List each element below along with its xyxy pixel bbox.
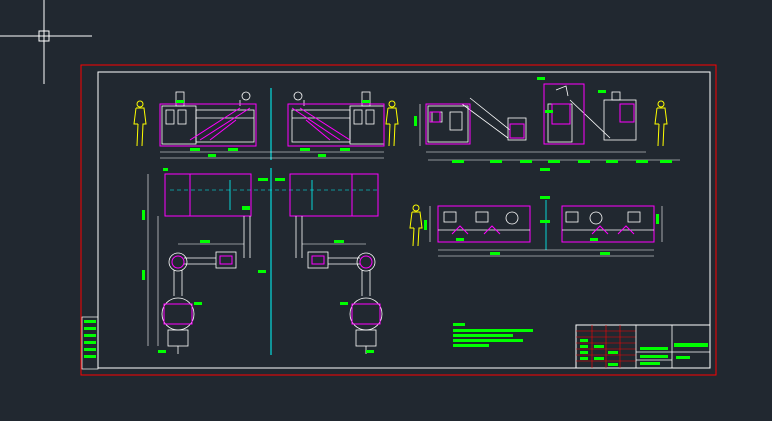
operator-figure-icon	[385, 100, 399, 147]
technical-notes	[453, 323, 533, 347]
operator-figure-icon	[409, 204, 423, 247]
plan-view-right[interactable]	[409, 196, 663, 257]
crosshair-cursor	[0, 0, 92, 84]
title-block[interactable]	[575, 324, 711, 369]
margin-revision-strip	[81, 316, 99, 370]
sheet-inner-frame	[97, 71, 711, 369]
front-elevation-left[interactable]	[133, 88, 399, 160]
operator-figure-icon	[654, 100, 668, 147]
operator-figure-icon	[133, 100, 147, 147]
plan-view-left[interactable]	[142, 168, 383, 355]
side-elevation-right[interactable]	[414, 77, 680, 171]
sheet-outer-frame	[80, 64, 717, 376]
